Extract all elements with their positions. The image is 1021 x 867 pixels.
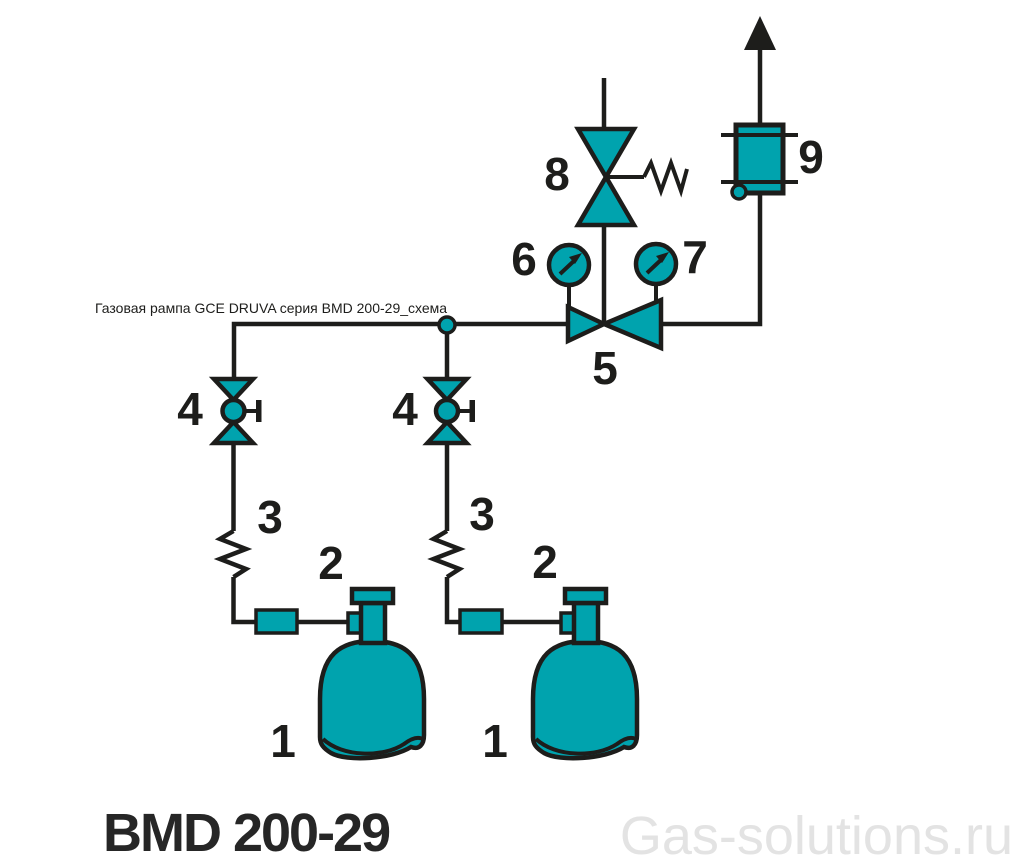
outlet-unit-drain-dot	[730, 183, 748, 201]
main-valve	[565, 296, 664, 352]
pipe-header-left	[231, 321, 570, 379]
pressure-gauge-left	[546, 242, 592, 288]
gauge-needle-tip-left	[569, 253, 582, 264]
outlet-arrow-head-icon	[744, 16, 776, 50]
cylinder-valve-neck	[358, 600, 388, 646]
label-pigtail-right: 3	[469, 488, 495, 540]
pipe-right-pigtail-to-filter	[444, 577, 460, 625]
cylinder-valve-cap	[349, 586, 396, 606]
label-gauge-right: 7	[682, 231, 708, 283]
outlet-unit	[721, 16, 798, 201]
diagram-caption: Газовая рампа GCE DRUVA серия BMD 200-29…	[95, 300, 448, 316]
label-shutoff-valve-right: 4	[392, 383, 418, 435]
relief-valve-bottom-triangle	[574, 172, 638, 228]
relief-valve-top-triangle	[574, 126, 638, 182]
label-main-valve: 5	[592, 342, 618, 394]
pressure-gauge-right	[633, 241, 679, 287]
pigtail-coil-right	[427, 529, 466, 579]
label-cylinder-left: 1	[270, 715, 296, 767]
cylinder-assembly-left	[317, 586, 427, 761]
shutoff-valve-ball	[220, 397, 247, 425]
shutoff-valve-handle-bar	[256, 400, 262, 422]
gauge-needle-tip-right	[656, 252, 669, 263]
label-pigtail-left: 3	[257, 491, 283, 543]
label-cylinder-valve-right: 2	[532, 536, 558, 588]
label-cylinder-valve-left: 2	[318, 537, 344, 589]
relief-valve-spring	[642, 157, 689, 198]
pipe-junction-dot	[437, 315, 457, 335]
outlet-unit-ticks	[721, 133, 798, 184]
pigtail-coil-left	[213, 529, 253, 579]
shutoff-valve-left	[208, 376, 262, 446]
cylinder-base-curve	[321, 735, 426, 756]
label-gauge-left: 6	[511, 233, 537, 285]
label-relief-valve: 8	[544, 148, 570, 200]
cylinder-assembly-right	[533, 589, 637, 758]
pipe-left-pigtail-to-filter	[231, 577, 256, 625]
inline-filter-right	[458, 608, 504, 635]
piping	[231, 78, 763, 625]
label-outlet-unit: 9	[798, 131, 824, 183]
shutoff-valve-top-triangle	[208, 376, 259, 404]
label-shutoff-valve-left: 4	[177, 383, 203, 435]
shutoff-valve-right	[428, 379, 476, 443]
inline-filter-left	[254, 608, 299, 635]
main-valve-right-triangle	[598, 296, 664, 352]
label-cylinder-right: 1	[482, 715, 508, 767]
relief-valve	[574, 126, 689, 228]
main-valve-left-triangle	[565, 303, 610, 345]
model-title: BMD 200-29	[103, 803, 391, 863]
site-watermark: Gas-solutions.ru	[619, 806, 1013, 866]
pipe-header-right	[661, 194, 763, 327]
shutoff-valve-bottom-triangle	[208, 418, 259, 446]
